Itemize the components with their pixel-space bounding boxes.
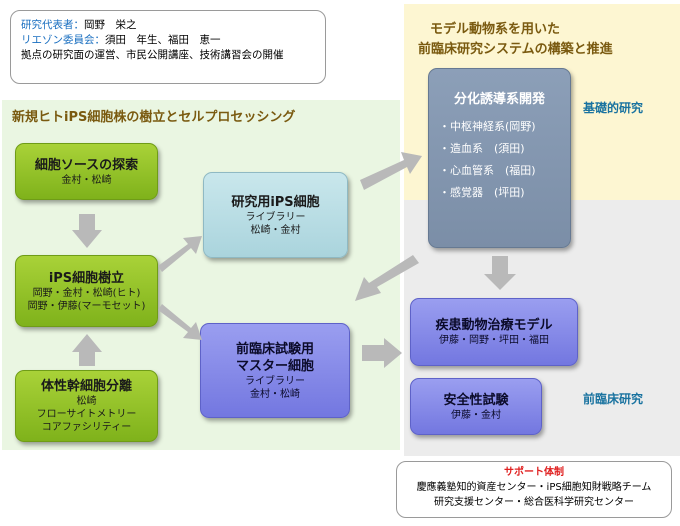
differentiation-item: ・中枢神経系(岡野): [439, 120, 536, 133]
research-ips-members: 松崎・金村: [250, 224, 301, 236]
differentiation-list: ・中枢神経系(岡野) ・造血系 (須田) ・心血管系 (福田) ・感覚器 (坪田…: [429, 116, 536, 204]
master-cell-title-line1: 前臨床試験用: [235, 341, 314, 357]
master-cell-title-line2: マスター細胞: [235, 358, 314, 374]
research-ips-library: ライブラリー: [245, 211, 306, 223]
safety-test-box: 安全性試験 伊藤・金村: [410, 378, 542, 435]
core-facility-label: コアファシリティー: [41, 422, 132, 433]
safety-test-title: 安全性試験: [443, 392, 509, 408]
master-cell-members: 金村・松崎: [250, 388, 300, 400]
flow-cytometry-label: フローサイトメトリー: [36, 409, 137, 420]
preclinical-research-label: 前臨床研究: [583, 392, 644, 406]
cell-source-box: 細胞ソースの探索 金村・松崎: [15, 143, 158, 200]
somatic-stem-cell-box: 体性幹細胞分離 松崎 フローサイトメトリー コアファシリティー: [15, 370, 158, 442]
research-ips-title: 研究用iPS細胞: [231, 194, 320, 210]
safety-test-members: 伊藤・金村: [451, 409, 501, 421]
arrow-ips-to-research: [158, 236, 202, 272]
master-cell-library: ライブラリー: [245, 375, 305, 387]
representative-name: 岡野 栄之: [84, 19, 137, 31]
support-line2: 研究支援センター・総合医科学研究センター: [434, 497, 634, 508]
differentiation-item: ・造血系 (須田): [439, 142, 525, 155]
support-title: サポート体制: [504, 467, 564, 478]
liaison-label: リエゾン委員会：: [21, 34, 105, 46]
differentiation-title: 分化誘導系開発: [453, 92, 545, 107]
arrow-master-to-disease: [362, 338, 402, 368]
left-region-title: 新規ヒトiPS細胞株の樹立とセルプロセッシング: [12, 110, 296, 125]
arrow-research-to-differentiation: [360, 152, 422, 190]
arrow-differentiation-to-master: [355, 255, 419, 301]
research-ips-box: 研究用iPS細胞 ライブラリー 松崎・金村: [203, 172, 348, 258]
liaison-names: 須田 年生、福田 恵一: [105, 34, 221, 46]
disease-model-members: 伊藤・岡野・坪田・福田: [439, 335, 549, 346]
right-region-title-line1: モデル動物系を用いた: [430, 22, 561, 37]
basic-research-label: 基礎的研究: [583, 101, 644, 115]
arrow-source-to-ips: [72, 214, 102, 248]
somatic-stem-cell-member: 松崎: [76, 396, 97, 407]
somatic-stem-cell-title: 体性幹細胞分離: [40, 379, 132, 394]
arrow-differentiation-to-disease: [484, 256, 516, 290]
info-description: 拠点の研究面の運営、市民公開講座、技術講習会の開催: [21, 49, 284, 61]
disease-model-title: 疾患動物治療モデル: [435, 318, 553, 333]
disease-model-box: 疾患動物治療モデル 伊藤・岡野・坪田・福田: [410, 298, 578, 366]
ips-establishment-box: iPS細胞樹立 岡野・金村・松崎(ヒト) 岡野・伊藤(マーモセット): [15, 255, 158, 327]
cell-source-members: 金村・松崎: [61, 174, 112, 186]
ips-establishment-human: 岡野・金村・松崎(ヒト): [32, 287, 141, 299]
support-box: サポート体制 慶應義塾知的資産センター・iPS細胞知財戦略チーム 研究支援センタ…: [396, 461, 672, 518]
differentiation-box: 分化誘導系開発 ・中枢神経系(岡野) ・造血系 (須田) ・心血管系 (福田) …: [428, 68, 571, 248]
master-cell-box: 前臨床試験用 マスター細胞 ライブラリー 金村・松崎: [200, 323, 350, 418]
right-region-title-line2: 前臨床研究システムの構築と推進: [418, 42, 613, 57]
representative-label: 研究代表者：: [21, 19, 84, 31]
arrow-stem-to-ips: [72, 334, 102, 366]
arrow-ips-to-master: [158, 304, 202, 340]
ips-establishment-title: iPS細胞樹立: [48, 270, 125, 286]
differentiation-item: ・感覚器 (坪田): [439, 186, 525, 199]
support-line1: 慶應義塾知的資産センター・iPS細胞知財戦略チーム: [416, 482, 652, 493]
representative-line: 研究代表者：岡野 栄之: [21, 18, 315, 33]
differentiation-item: ・心血管系 (福田): [439, 164, 536, 177]
ips-establishment-marmoset: 岡野・伊藤(マーモセット): [27, 300, 146, 312]
cell-source-title: 細胞ソースの探索: [34, 157, 139, 173]
liaison-line: リエゾン委員会：須田 年生、福田 恵一: [21, 33, 315, 48]
top-info-box: 研究代表者：岡野 栄之 リエゾン委員会：須田 年生、福田 恵一 拠点の研究面の運…: [10, 10, 326, 84]
